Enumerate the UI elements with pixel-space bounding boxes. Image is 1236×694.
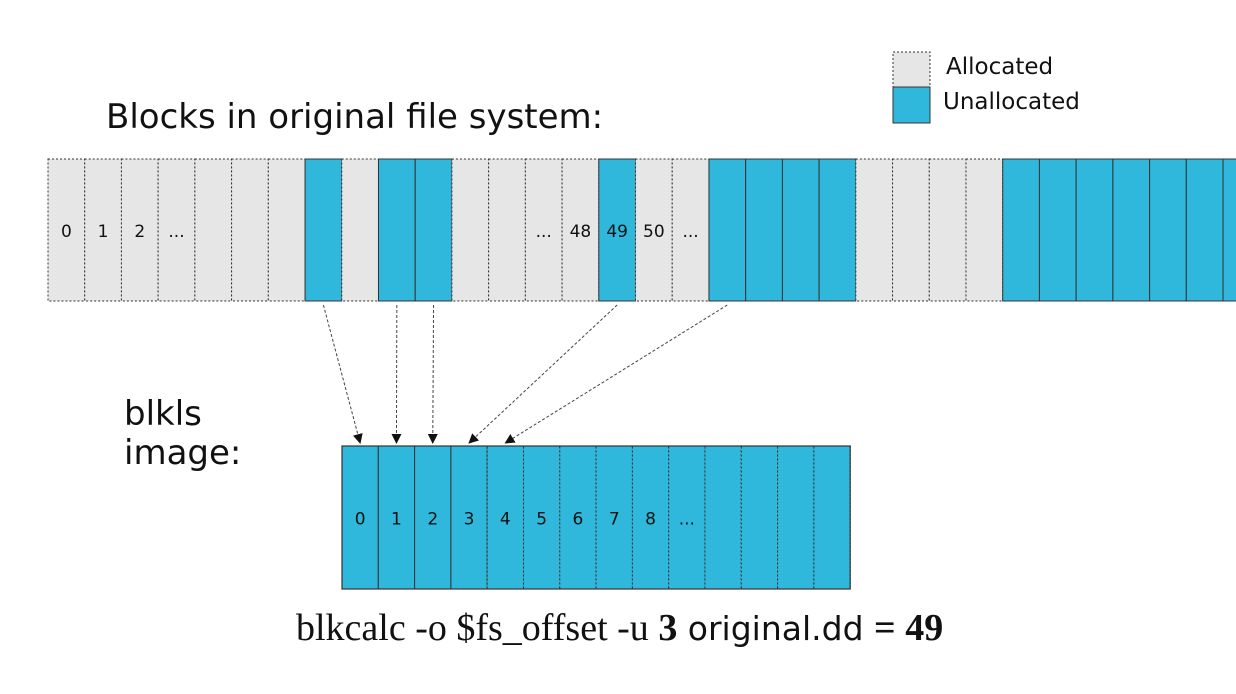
image-block-label: 5: [536, 510, 547, 530]
unallocated-block: [1222, 158, 1236, 302]
allocated-block: [47, 158, 86, 302]
image-block: [559, 445, 597, 590]
unallocated-block: [1112, 158, 1151, 302]
allocated-block: [965, 158, 1004, 302]
allocated-block: [84, 158, 122, 302]
image-block: [631, 445, 670, 590]
blkls-title-line2: image:: [124, 433, 242, 473]
legend-allocated-swatch: [892, 51, 931, 88]
mapping-arrow: [504, 304, 728, 444]
mapping-arrow: [468, 304, 618, 444]
unallocated-block: [1075, 158, 1114, 302]
unallocated-block: [818, 158, 857, 302]
image-block: [486, 445, 525, 590]
allocated-block: [671, 158, 710, 302]
allocated-block: [120, 158, 159, 302]
image-block-label: 3: [464, 510, 475, 530]
block-label: 49: [606, 222, 628, 242]
allocated-block: [267, 158, 306, 302]
image-block: [704, 445, 742, 590]
formula-equals: =: [874, 607, 906, 649]
image-block-label: 2: [427, 510, 438, 530]
unallocated-block: [1149, 158, 1187, 302]
allocated-block: [892, 158, 930, 302]
unallocated-block: [781, 158, 820, 302]
blkls-image-blocks: 0 1 2 3 4 5 6 7 8...: [341, 445, 851, 590]
legend-unallocated-swatch: [892, 86, 931, 124]
block-label: 48: [570, 222, 592, 242]
block-label: 1: [98, 222, 109, 242]
formula-result: 49: [905, 607, 944, 649]
mapping-arrow: [322, 304, 363, 444]
unallocated-block: [708, 158, 747, 302]
image-block-label: 4: [500, 510, 511, 530]
image-block-label: 7: [609, 510, 620, 530]
image-strip-outline: [341, 445, 851, 590]
unallocated-block: [1002, 158, 1040, 302]
image-block: [813, 445, 851, 590]
block-label: 2: [134, 222, 145, 242]
formula-unit-number: 3: [658, 607, 678, 649]
mapping-arrows: [322, 304, 728, 444]
allocated-block: [561, 158, 600, 302]
image-block-label: 6: [573, 510, 584, 530]
formula-command: blkcalc -o $fs_offset -u: [296, 607, 659, 649]
unallocated-block: [598, 158, 637, 302]
allocated-block: [341, 158, 379, 302]
image-block: [523, 445, 561, 590]
formula-image-file: original.dd: [677, 609, 875, 648]
block-label: 50: [643, 222, 665, 242]
original-file-system-blocks: 0 1 2...... 48 49 50...: [47, 158, 1236, 302]
allocated-block: [524, 158, 563, 302]
unallocated-block: [414, 158, 453, 302]
block-label: 0: [61, 222, 72, 242]
image-block: [450, 445, 488, 590]
unallocated-block: [304, 158, 343, 302]
unallocated-block: [1038, 158, 1077, 302]
allocated-block: [928, 158, 967, 302]
allocated-block: [635, 158, 673, 302]
image-block-label: 0: [355, 510, 366, 530]
image-block-label: ...: [679, 510, 695, 530]
allocated-block: [488, 158, 526, 302]
unallocated-block: [745, 158, 783, 302]
image-block-label: 8: [645, 510, 656, 530]
legend-unallocated-label: Unallocated: [943, 89, 1080, 115]
original-fs-title: Blocks in original file system:: [106, 97, 604, 137]
block-label: ...: [682, 222, 698, 242]
image-block: [777, 445, 815, 590]
allocated-block: [194, 158, 233, 302]
unallocated-block: [1185, 158, 1224, 302]
blkcalc-formula: blkcalc -o $fs_offset -u 3 original.dd =…: [296, 609, 943, 647]
image-block: [740, 445, 779, 590]
unallocated-block: [377, 158, 416, 302]
allocated-block: [231, 158, 269, 302]
allocated-block: [157, 158, 196, 302]
allocated-block: [855, 158, 894, 302]
blkls-title-line1: blkls: [124, 394, 202, 434]
legend: [892, 51, 931, 124]
allocated-block: [451, 158, 490, 302]
image-block-label: 1: [391, 510, 402, 530]
block-label: ...: [536, 222, 552, 242]
block-label: ...: [168, 222, 184, 242]
mapping-arrow: [427, 304, 438, 444]
legend-allocated-label: Allocated: [946, 54, 1054, 80]
